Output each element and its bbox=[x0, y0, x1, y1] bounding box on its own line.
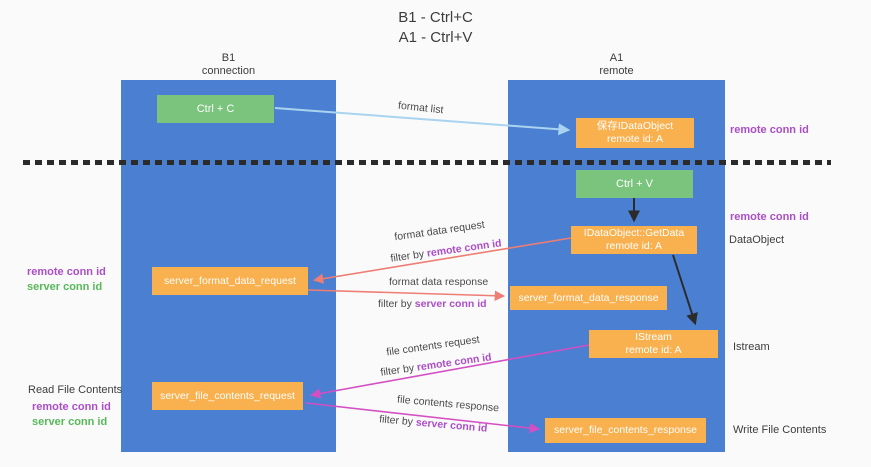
right-column-header: A1 remote bbox=[508, 52, 725, 78]
diagram-title: B1 - Ctrl+C A1 - Ctrl+V bbox=[0, 8, 871, 48]
left-column-header: B1 connection bbox=[121, 52, 336, 78]
node-save-idataobject-line1: 保存IDataObject bbox=[596, 120, 674, 132]
label-istream: Istream bbox=[733, 341, 770, 353]
filter-value-server-conn-id-1: server conn id bbox=[414, 298, 487, 310]
title-line-1: B1 - Ctrl+C bbox=[398, 9, 473, 26]
filter-by-text: filter by bbox=[379, 361, 418, 379]
node-server-file-contents-request: server_file_contents_request bbox=[152, 382, 303, 410]
node-ctrl-v-label: Ctrl + V bbox=[616, 177, 653, 190]
phase-divider-dashed-line bbox=[23, 160, 831, 165]
label-dataobject: DataObject bbox=[729, 234, 785, 246]
node-server-format-data-request: server_format_data_request bbox=[152, 267, 308, 295]
node-idataobject-getdata: IDataObject::GetData remote id: A bbox=[571, 226, 697, 254]
label-read-file-contents: Read File Contents bbox=[28, 384, 123, 396]
label-filter-by-server-1: filter by server conn id bbox=[378, 298, 487, 310]
node-server-format-data-request-label: server_format_data_request bbox=[164, 274, 296, 287]
label-format-data-request: format data request bbox=[393, 218, 486, 244]
node-server-file-contents-response: server_file_contents_response bbox=[545, 418, 706, 443]
left-column-role: connection bbox=[201, 65, 256, 77]
node-ctrl-c-label: Ctrl + C bbox=[196, 102, 235, 115]
filter-by-text: filter by bbox=[389, 247, 428, 265]
filter-value-remote-conn-id-1: remote conn id bbox=[426, 237, 503, 260]
filter-by-text: filter by bbox=[378, 413, 417, 429]
node-save-idataobject: 保存IDataObject remote id: A bbox=[576, 118, 694, 148]
label-remote-conn-id-left-1: remote conn id bbox=[27, 266, 106, 278]
label-format-data-response: format data response bbox=[389, 276, 489, 288]
node-ctrl-v: Ctrl + V bbox=[576, 170, 693, 198]
arrow-format-data-response bbox=[307, 289, 506, 301]
label-server-conn-id-left-1: server conn id bbox=[27, 281, 103, 293]
node-istream-line2: remote id: A bbox=[625, 344, 682, 356]
left-column-name: B1 bbox=[221, 52, 236, 64]
label-write-file-contents: Write File Contents bbox=[733, 424, 827, 436]
label-remote-conn-id-mid-right: remote conn id bbox=[730, 211, 809, 223]
node-istream: IStream remote id: A bbox=[589, 330, 718, 358]
filter-value-remote-conn-id-2: remote conn id bbox=[416, 351, 493, 374]
title-line-2: A1 - Ctrl+V bbox=[398, 29, 473, 46]
right-column-role: remote bbox=[599, 65, 634, 77]
node-save-idataobject-line2: remote id: A bbox=[606, 133, 664, 145]
node-ctrl-c: Ctrl + C bbox=[157, 95, 274, 123]
node-idataobject-getdata-line1: IDataObject::GetData bbox=[583, 227, 685, 239]
label-filter-by-server-2: filter by server conn id bbox=[379, 413, 488, 434]
node-server-file-contents-response-label: server_file_contents_response bbox=[553, 424, 697, 436]
filter-value-server-conn-id-2: server conn id bbox=[415, 416, 488, 435]
label-remote-conn-id-top-right: remote conn id bbox=[730, 124, 809, 136]
node-server-format-data-response-label: server_format_data_response bbox=[518, 291, 659, 304]
node-idataobject-getdata-line2: remote id: A bbox=[605, 240, 663, 252]
right-column-name: A1 bbox=[609, 52, 624, 64]
node-istream-line1: IStream bbox=[635, 331, 672, 343]
label-server-conn-id-left-2: server conn id bbox=[32, 416, 108, 428]
label-file-contents-response: file contents response bbox=[396, 393, 500, 415]
label-remote-conn-id-left-2: remote conn id bbox=[32, 401, 111, 413]
label-format-list: format list bbox=[397, 99, 445, 117]
node-server-file-contents-request-label: server_file_contents_request bbox=[160, 389, 295, 402]
node-server-format-data-response: server_format_data_response bbox=[510, 286, 667, 310]
filter-by-text: filter by bbox=[378, 298, 415, 310]
